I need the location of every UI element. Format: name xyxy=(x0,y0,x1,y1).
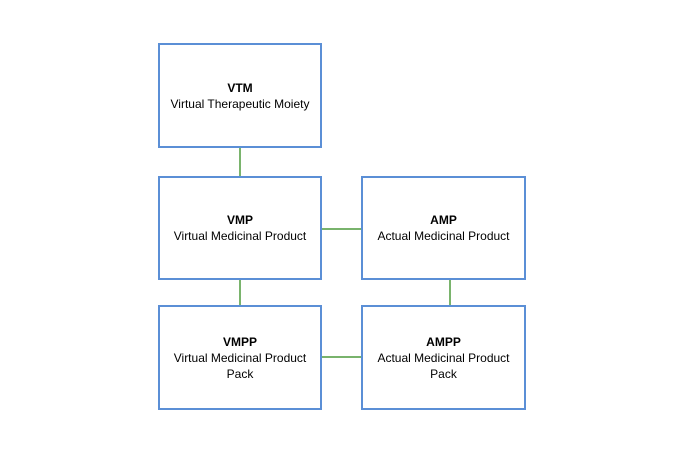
node-ampp-abbr: AMPP xyxy=(426,334,461,349)
node-vtm: VTM Virtual Therapeutic Moiety xyxy=(158,43,322,148)
node-vmpp-abbr: VMPP xyxy=(222,334,257,349)
node-amp: AMP Actual Medicinal Product xyxy=(361,176,526,280)
node-amp-abbr: AMP xyxy=(430,213,457,227)
node-vmpp-full-name: Virtual Medicinal Product Pack xyxy=(173,350,307,381)
node-ampp: AMPP Actual Medicinal Product Pack xyxy=(361,305,526,410)
node-vmp-abbr: VMP xyxy=(226,213,253,227)
node-vtm-full-name: Virtual Therapeutic Moiety xyxy=(170,96,310,111)
node-vmp-full-name: Virtual Medicinal Product xyxy=(173,229,307,243)
node-vmp: VMP Virtual Medicinal Product xyxy=(158,176,322,280)
node-vtm-abbr: VTM xyxy=(227,80,253,95)
node-vmpp: VMPP Virtual Medicinal Product Pack xyxy=(158,305,322,410)
node-amp-full-name: Actual Medicinal Product xyxy=(377,229,510,243)
node-ampp-full-name: Actual Medicinal Product Pack xyxy=(377,350,510,381)
